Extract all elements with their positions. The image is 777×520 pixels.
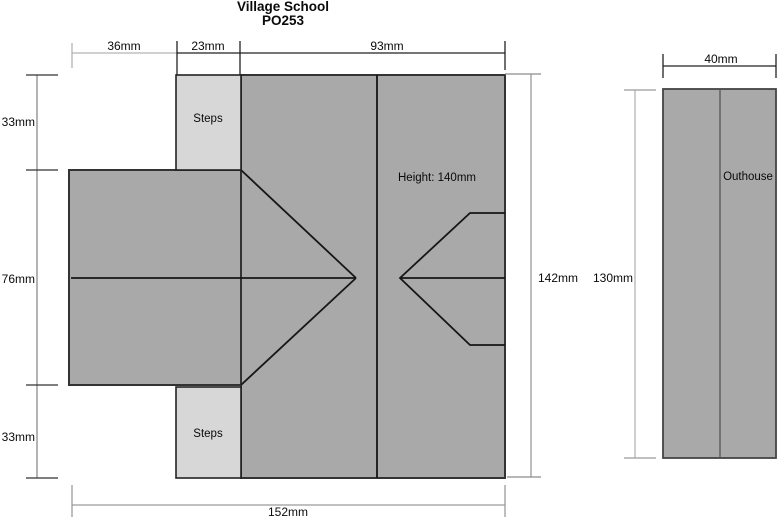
dim-label-23mm: 23mm [191,39,224,53]
dim-label-40mm: 40mm [704,52,737,66]
dim-label-142mm: 142mm [538,271,578,285]
drawing-title-line1: Village School [237,0,329,14]
dim-lines-right [505,73,541,478]
dim-lines-left [26,74,58,479]
dim-label-76mm: 76mm [2,272,35,286]
outhouse-building [662,88,777,459]
dim-label-33mm-bottom: 33mm [2,430,35,444]
roof-lines [71,75,505,478]
steps-top-box [175,74,242,171]
school-main-block [240,74,506,479]
roof-hip-top [240,169,357,279]
height-note-label: Height: 140mm [398,172,476,184]
steps-bottom-label: Steps [193,428,223,440]
dim-lines-outhouse [624,54,777,459]
dim-label-130mm: 130mm [593,271,633,285]
outhouse-label: Outhouse [723,171,773,183]
dim-label-33mm-top: 33mm [2,115,35,129]
steps-top-label: Steps [193,113,223,125]
steps-bottom-box [175,386,242,479]
roof-hip-bottom [240,277,357,386]
drawing-title-line2: PO253 [262,13,305,28]
dim-label-152mm: 152mm [268,505,308,519]
dim-lines-top [71,41,506,75]
dim-lines-bottom [71,485,506,517]
school-building [68,74,506,479]
dim-label-36mm: 36mm [107,39,140,53]
dim-label-93mm: 93mm [370,39,403,53]
